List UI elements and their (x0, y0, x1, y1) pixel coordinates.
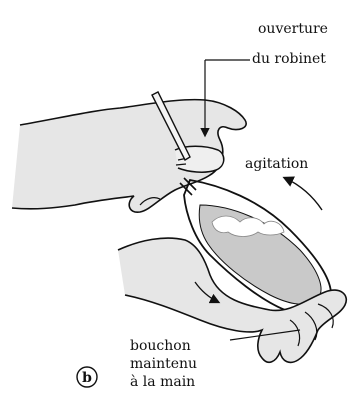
stopcock-label-line2: du robinet (252, 51, 326, 67)
panel-letter: b (82, 370, 92, 386)
shaking-label: agitation (245, 156, 308, 172)
upper-hand (12, 100, 246, 213)
stopper-label-line2: maintenu (130, 356, 197, 372)
stopper-label-line3: à la main (130, 373, 195, 390)
shaking-arrow (285, 178, 322, 210)
stopcock-label-line1: ouverture (258, 21, 328, 37)
stopper-label-line1: bouchon (130, 338, 191, 354)
